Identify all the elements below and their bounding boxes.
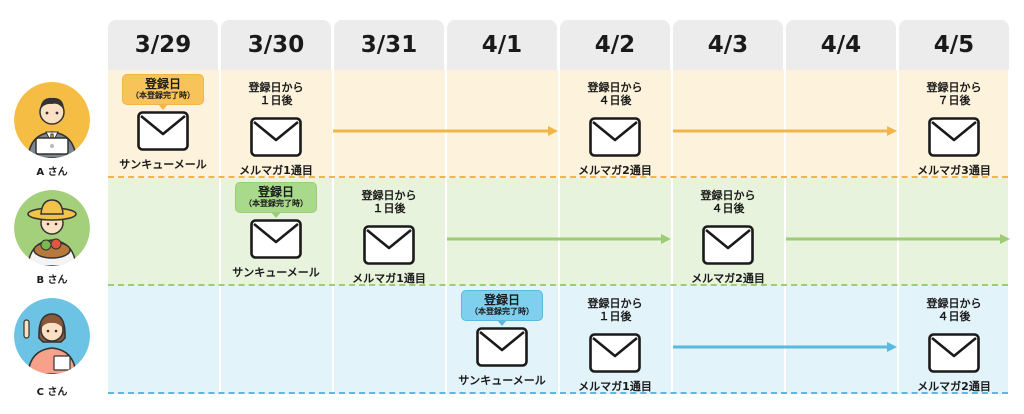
email-name-label: サンキューメール [232,266,320,279]
timeline-arrow [673,121,897,136]
column-separator [897,286,899,394]
email-event: 登録日から １日後メルマガ1通目 [560,297,670,394]
column-separator [784,70,786,178]
email-event: 登録日から ４日後メルマガ2通目 [673,189,783,286]
days-after-label: 登録日から ７日後 [926,81,982,107]
column-separator [784,286,786,394]
registration-day-badge: 登録日（本登録完了時） [122,74,204,110]
email-name-label: メルマガ1通目 [352,272,426,285]
days-after-label: 登録日から ４日後 [587,81,643,107]
date-header: 4/1 [447,20,557,70]
email-name-label: メルマガ2通目 [578,164,652,177]
envelope-icon [928,333,980,373]
row-band-c [108,286,1008,394]
column-separator [219,178,221,286]
envelope-icon [363,225,415,265]
days-after-label: 登録日から １日後 [361,189,417,215]
column-separator [558,178,560,286]
email-name-label: メルマガ1通目 [578,380,652,393]
date-header: 3/31 [334,20,444,70]
column-separator [671,286,673,394]
registration-day-badge: 登録日（本登録完了時） [461,290,543,326]
days-after-label: 登録日から １日後 [587,297,643,323]
days-after-label: 登録日から ４日後 [700,189,756,215]
date-header: 4/3 [673,20,783,70]
badge-subtitle: （本登録完了時） [244,199,308,208]
column-separator [219,70,221,178]
envelope-icon [928,117,980,157]
registration-day-badge: 登録日（本登録完了時） [235,182,317,218]
envelope-icon [250,219,302,259]
person-label: C さん [36,387,68,398]
row-divider [108,392,1008,394]
column-separator [332,178,334,286]
column-separator [671,70,673,178]
date-header: 4/4 [786,20,896,70]
email-name-label: メルマガ1通目 [239,164,313,177]
timeline-arrow [786,229,1010,244]
column-separator [897,70,899,178]
column-separator [897,178,899,286]
badge-subtitle: （本登録完了時） [131,91,195,100]
column-separator [445,178,447,286]
days-after-label: 登録日から １日後 [248,81,304,107]
date-header: 4/5 [899,20,1009,70]
badge-title: 登録日 [483,293,520,307]
badge-pointer [158,104,168,110]
email-event: 登録日（本登録完了時） サンキューメール [221,182,331,280]
row-divider [108,176,1008,178]
email-name-label: メルマガ3通目 [917,164,991,177]
badge-pointer [271,212,281,218]
email-event: 登録日から ７日後メルマガ3通目 [899,81,1009,178]
envelope-icon [589,333,641,373]
column-separator [332,286,334,394]
person-label: B さん [36,275,68,286]
email-event: 登録日から ４日後メルマガ2通目 [560,81,670,178]
email-name-label: メルマガ2通目 [691,272,765,285]
date-header: 3/29 [108,20,218,70]
column-separator [445,70,447,178]
timeline-arrow [333,121,558,136]
envelope-icon [589,117,641,157]
row-divider [108,284,1008,286]
timeline-arrow [447,229,671,244]
column-separator [671,178,673,286]
column-separator [558,70,560,178]
days-after-label: 登録日から ４日後 [926,297,982,323]
date-header: 4/2 [560,20,670,70]
timeline-arrow [673,337,897,352]
column-separator [784,178,786,286]
badge-title: 登録日 [144,77,181,91]
envelope-icon [137,111,189,151]
badge-subtitle: （本登録完了時） [470,307,534,316]
column-separator [558,286,560,394]
envelope-icon [250,117,302,157]
person-label: A さん [36,167,68,178]
email-event: 登録日（本登録完了時） サンキューメール [108,74,218,172]
column-separator [445,286,447,394]
avatar-person-a [14,82,90,158]
avatar-person-c [14,298,90,374]
email-name-label: サンキューメール [119,158,207,171]
date-header: 3/30 [221,20,331,70]
email-name-label: サンキューメール [458,374,546,387]
email-event: 登録日から １日後メルマガ1通目 [221,81,331,178]
email-event: 登録日から ４日後メルマガ2通目 [899,297,1009,394]
avatar-person-b [14,190,90,266]
column-separator [219,286,221,394]
badge-title: 登録日 [257,185,294,199]
envelope-icon [476,327,528,367]
badge-pointer [497,320,507,326]
email-event: 登録日から １日後メルマガ1通目 [334,189,444,286]
email-name-label: メルマガ2通目 [917,380,991,393]
column-separator [332,70,334,178]
envelope-icon [702,225,754,265]
email-event: 登録日（本登録完了時） サンキューメール [447,290,557,388]
